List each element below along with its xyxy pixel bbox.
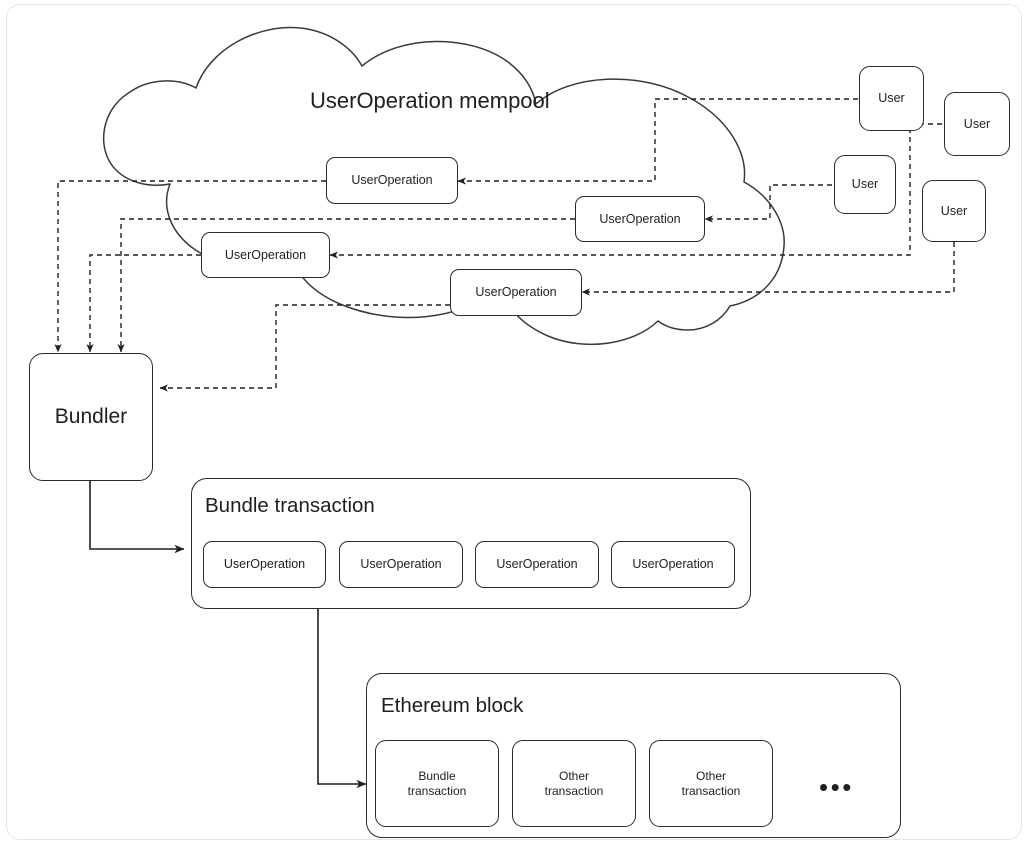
edge-bundler-to-bundle-transaction [89, 481, 185, 554]
user-node-3[interactable]: User [834, 155, 896, 214]
ethereum-tx-other-2[interactable]: Other transaction [649, 740, 773, 827]
bundle-userop-3[interactable]: UserOperation [475, 541, 599, 588]
ethereum-tx-bundle-line2: transaction [407, 783, 467, 798]
ethereum-tx-other-1[interactable]: Other transaction [512, 740, 636, 827]
edge-user4-to-userop4 [581, 242, 955, 296]
edge-user3-to-userop2 [704, 184, 832, 223]
edge-userop2-to-bundler [117, 218, 575, 353]
edge-bundle-transaction-to-ethereum-block [317, 609, 367, 789]
edge-user2-to-userop3 [329, 123, 942, 259]
user-node-4[interactable]: User [922, 180, 986, 242]
mempool-userop-4[interactable]: UserOperation [450, 269, 582, 316]
ethereum-block-title: Ethereum block [381, 694, 524, 717]
user-node-2[interactable]: User [944, 92, 1010, 156]
bundler-node[interactable]: Bundler [29, 353, 153, 481]
mempool-userop-3[interactable]: UserOperation [201, 232, 330, 278]
mempool-userop-1[interactable]: UserOperation [326, 157, 458, 204]
user-node-1[interactable]: User [859, 66, 924, 131]
ethereum-tx-other-2-line1: Other [695, 769, 726, 784]
ethereum-more-transactions-indicator: ••• [819, 772, 854, 802]
ethereum-tx-other-1-line1: Other [558, 769, 589, 784]
ethereum-tx-other-1-line2: transaction [544, 783, 604, 798]
ethereum-tx-bundle[interactable]: Bundle transaction [375, 740, 499, 827]
mempool-userop-2[interactable]: UserOperation [575, 196, 705, 242]
ethereum-tx-other-2-line2: transaction [681, 783, 741, 798]
bundle-userop-4[interactable]: UserOperation [611, 541, 735, 588]
edge-userop1-to-bundler [54, 180, 326, 353]
edge-userop3-to-bundler [86, 254, 201, 353]
mempool-title: UserOperation mempool [310, 88, 550, 113]
bundle-userop-2[interactable]: UserOperation [339, 541, 463, 588]
edge-userop4-to-bundler [159, 304, 450, 392]
edge-user1-to-userop1 [457, 98, 858, 185]
bundle-transaction-title: Bundle transaction [205, 494, 375, 517]
ethereum-tx-bundle-line1: Bundle [418, 769, 456, 784]
bundle-userop-1[interactable]: UserOperation [203, 541, 326, 588]
